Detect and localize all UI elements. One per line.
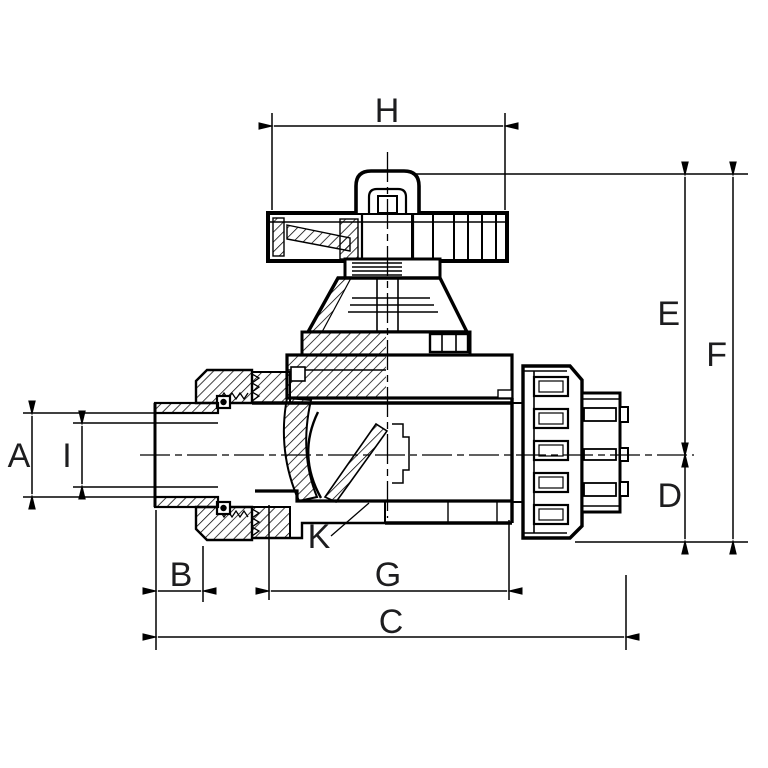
pipe-wall-bottom-section <box>153 495 220 509</box>
dim-label-D: D <box>657 477 682 515</box>
right-union <box>521 364 629 540</box>
pipe-wall-top-section <box>153 401 220 415</box>
body-flange <box>285 353 514 400</box>
bonnet-bolt-nut <box>428 332 470 354</box>
dimension-lines <box>23 113 748 650</box>
bonnet <box>300 276 472 357</box>
body-wall-section <box>282 396 319 503</box>
dim-label-I: I <box>62 437 71 475</box>
leader-line-K <box>330 502 370 537</box>
dim-label-K: K <box>308 518 331 556</box>
diaphragm-section <box>323 422 389 503</box>
wheel-rim-section <box>272 217 285 257</box>
left-union-nut-bottom-section <box>194 505 254 542</box>
left-union-nut-top-section <box>194 368 254 405</box>
dim-label-G: G <box>375 556 401 594</box>
dim-label-A: A <box>8 437 31 475</box>
left-union <box>153 368 254 542</box>
wheel-hub-section <box>339 218 359 260</box>
seat-profile <box>392 423 410 484</box>
dim-label-F: F <box>706 336 727 374</box>
spindle-threads <box>343 257 442 280</box>
dimension-labels: H E F D A I B G C K <box>8 92 727 641</box>
valve-body-group <box>153 169 629 542</box>
dim-label-C: C <box>379 603 404 641</box>
dim-label-B: B <box>170 556 193 594</box>
dim-label-H: H <box>375 92 400 130</box>
valve-body <box>250 371 523 540</box>
dim-label-E: E <box>657 295 680 333</box>
centerlines <box>140 152 694 518</box>
